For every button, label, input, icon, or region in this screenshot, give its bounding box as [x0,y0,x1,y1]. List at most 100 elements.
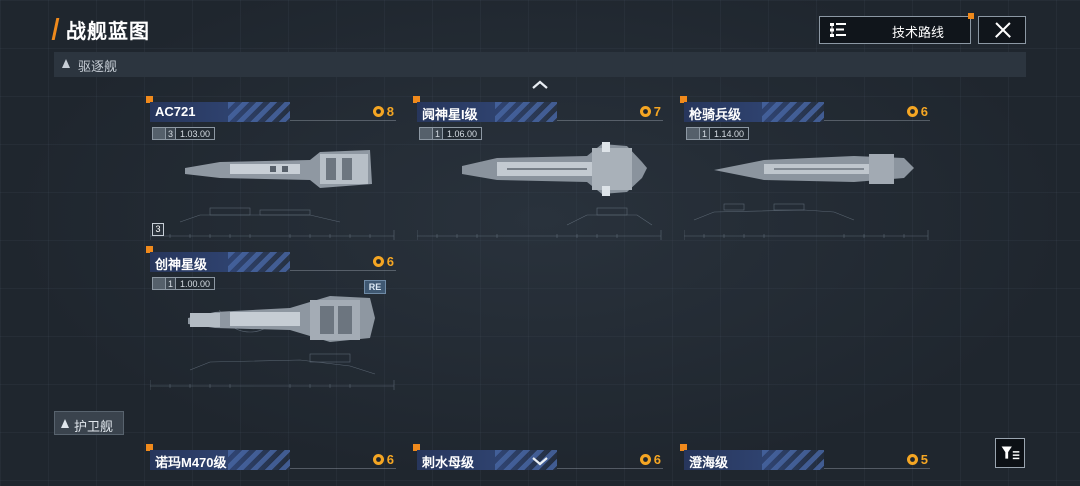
name-plate-stripes [495,450,557,470]
card-corner-marker [146,246,153,253]
ship-version: 1.06.00 [442,126,483,140]
card-corner-marker [680,444,687,451]
ship-cost: 6 [372,452,394,467]
ship-card-eris-i[interactable]: 阋神星I级 7 1 1.06.00 [413,96,663,246]
ship-name: 刺水母级 [422,455,475,470]
ship-name-plate: 刺水母级 [417,450,557,470]
ship-name-plate: 澄海级 [684,450,824,470]
ship-cost: 7 [639,104,661,119]
name-underline [557,120,663,121]
name-underline [557,468,663,469]
ship-name: 阋神星I级 [422,107,478,122]
ship-card-nomar-m470[interactable]: 诺玛M470级 6 [146,444,396,486]
name-plate-stripes [228,252,290,272]
cost-gear-icon [639,106,651,117]
scroll-up-chevron-icon[interactable] [531,80,549,90]
button-corner-marker [968,13,974,19]
ship-model-image [714,154,914,184]
ship-name: 创神星级 [155,257,208,272]
cost-gear-icon [639,454,651,465]
destroyer-section-header[interactable]: 驱逐舰 [54,52,1026,77]
rocket-class-icon [686,126,700,140]
card-corner-marker [146,444,153,451]
ship-name-plate: 诺玛M470级 [150,450,290,470]
ship-stat-row: 1 1.14.00 [686,126,750,140]
ship-card-ac721[interactable]: AC721 8 3 1.03.00 3 [146,96,396,246]
ship-name: AC721 [155,104,196,119]
class-emblem-icon [419,126,433,140]
ship-cost: 6 [639,452,661,467]
ship-cost: 8 [372,104,394,119]
cost-value: 8 [386,104,394,119]
name-underline [824,120,930,121]
cost-value: 5 [920,452,928,467]
cost-gear-icon [906,106,918,117]
card-corner-marker [413,96,420,103]
destroyer-section-label: 驱逐舰 [78,59,118,74]
ship-stat-row: 1 1.06.00 [419,126,483,140]
name-underline [290,468,396,469]
name-plate-stripes [228,450,290,470]
cost-value: 6 [920,104,928,119]
class-emblem-icon [152,276,166,290]
ship-name-plate: AC721 [150,102,290,122]
ship-card-genesis[interactable]: 创神星级 6 1 1.00.00 RE [146,246,396,396]
card-corner-marker [146,96,153,103]
ship-stat-row: 1 1.00.00 [152,276,216,290]
ship-version: 1.00.00 [175,276,216,290]
ship-name-plate: 创神星级 [150,252,290,272]
ship-name: 枪骑兵级 [689,107,742,122]
ship-count: 1 [433,126,442,140]
filter-icon [1001,446,1020,460]
ship-cost: 6 [372,254,394,269]
tier-badge: 3 [152,223,164,236]
ship-cost: 5 [906,452,928,467]
scroll-down-chevron-icon[interactable] [531,456,549,466]
escort-section-header[interactable]: 护卫舰 [54,411,124,435]
blueprint-schematic [417,207,662,240]
ship-name: 澄海级 [689,455,729,470]
ship-version: 1.03.00 [175,126,216,140]
cost-gear-icon [906,454,918,465]
cost-value: 6 [386,452,394,467]
ship-name: 诺玛M470级 [155,455,227,470]
ship-model-image [462,142,647,196]
ship-count: 1 [166,276,175,290]
blueprint-schematic [150,310,395,390]
tech-tree-icon [830,23,846,37]
top-bar: 战舰蓝图 技术路线 [0,0,1080,50]
cost-gear-icon [372,106,384,117]
cost-value: 7 [653,104,661,119]
ship-stat-row: 3 1.03.00 [152,126,216,140]
ship-count: 1 [700,126,709,140]
page-title: 战舰蓝图 [66,21,150,43]
card-corner-marker [413,444,420,451]
tech-route-button[interactable]: 技术路线 [819,13,974,44]
re-badge: RE [364,280,386,294]
ship-count: 3 [166,126,175,140]
ship-version: 1.14.00 [709,126,750,140]
ship-name-plate: 枪骑兵级 [684,102,824,122]
card-corner-marker [680,96,687,103]
filter-button[interactable] [995,438,1025,468]
ship-card-jellyfish[interactable]: 刺水母级 6 [413,444,663,486]
collapse-triangle-icon [61,419,69,428]
title-accent [51,18,60,40]
ship-name-plate: 阋神星I级 [417,102,557,122]
ship-card-chenghai[interactable]: 澄海级 5 [680,444,930,486]
ship-card-lancer[interactable]: 枪骑兵级 6 1 1.14.00 [680,96,930,246]
blueprint-schematic [150,207,395,240]
ship-model-image [185,150,372,188]
escort-section-label: 护卫舰 [74,419,114,434]
cost-gear-icon [372,454,384,465]
ship-model-image [188,296,375,342]
close-button[interactable] [978,16,1026,44]
cost-value: 6 [653,452,661,467]
ship-cost: 6 [906,104,928,119]
cost-value: 6 [386,254,394,269]
name-plate-stripes [762,102,824,122]
name-underline [290,120,396,121]
cost-gear-icon [372,256,384,267]
name-plate-stripes [228,102,290,122]
name-plate-stripes [762,450,824,470]
